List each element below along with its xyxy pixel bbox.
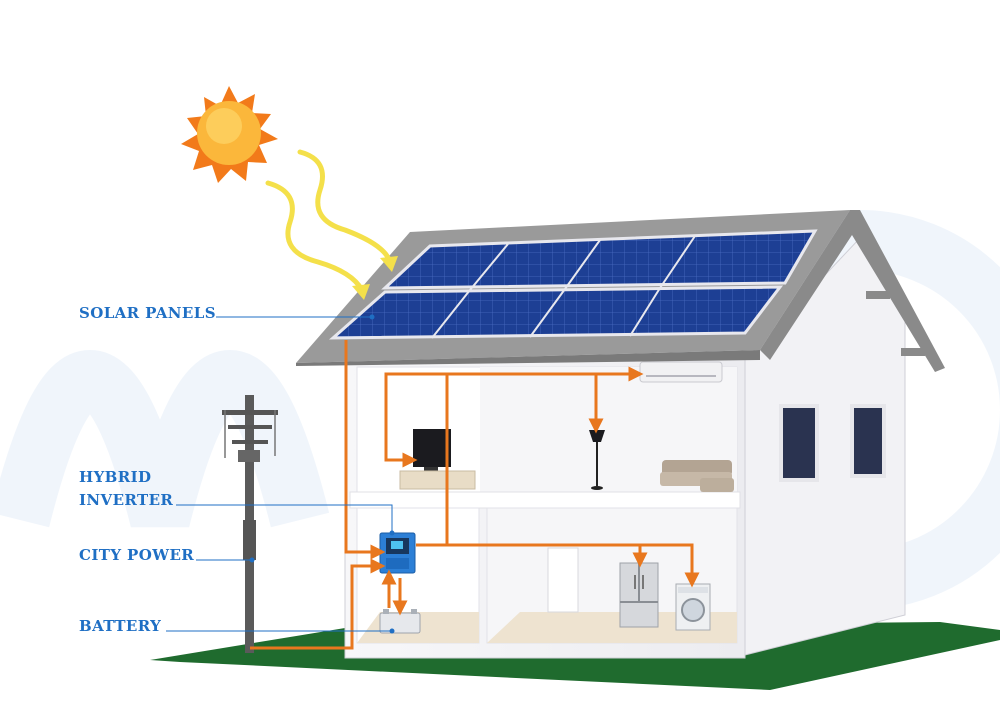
- hybrid-inverter-label-line1: HYBRID: [79, 468, 152, 486]
- battery-label: BATTERY: [79, 617, 162, 635]
- air-conditioner-icon: [639, 361, 723, 383]
- ray-arrow-1: [380, 256, 398, 272]
- refrigerator-icon: [619, 562, 659, 628]
- sun-icon: [181, 86, 278, 183]
- ray-arrow-2: [352, 284, 370, 300]
- door: [547, 547, 579, 613]
- washing-machine-icon: [675, 583, 711, 631]
- leader-lines: [166, 314, 395, 634]
- utility-pole-icon: [222, 395, 278, 653]
- floor-slab: [349, 491, 741, 509]
- solar-panel-icon: [328, 229, 818, 340]
- side-window-right: [850, 404, 886, 478]
- hybrid-inverter-label-line2: INVERTER: [79, 491, 174, 509]
- inverter-icon: [379, 532, 416, 574]
- roof-vent-1: [866, 291, 890, 299]
- roof-gable: [760, 210, 945, 372]
- tv-icon: [399, 429, 476, 490]
- roof-edge: [296, 350, 760, 366]
- sofa-icon: [660, 460, 734, 492]
- lower-floor-right: [487, 612, 737, 643]
- solar-panels-label: SOLAR PANELS: [79, 304, 216, 322]
- side-window-left: [779, 404, 819, 482]
- power-flow-lines: [250, 340, 700, 650]
- battery-icon: [379, 609, 421, 634]
- roof-vent-2: [901, 348, 925, 356]
- sun-rays: [265, 149, 393, 293]
- city-power-label: CITY POWER: [79, 546, 195, 564]
